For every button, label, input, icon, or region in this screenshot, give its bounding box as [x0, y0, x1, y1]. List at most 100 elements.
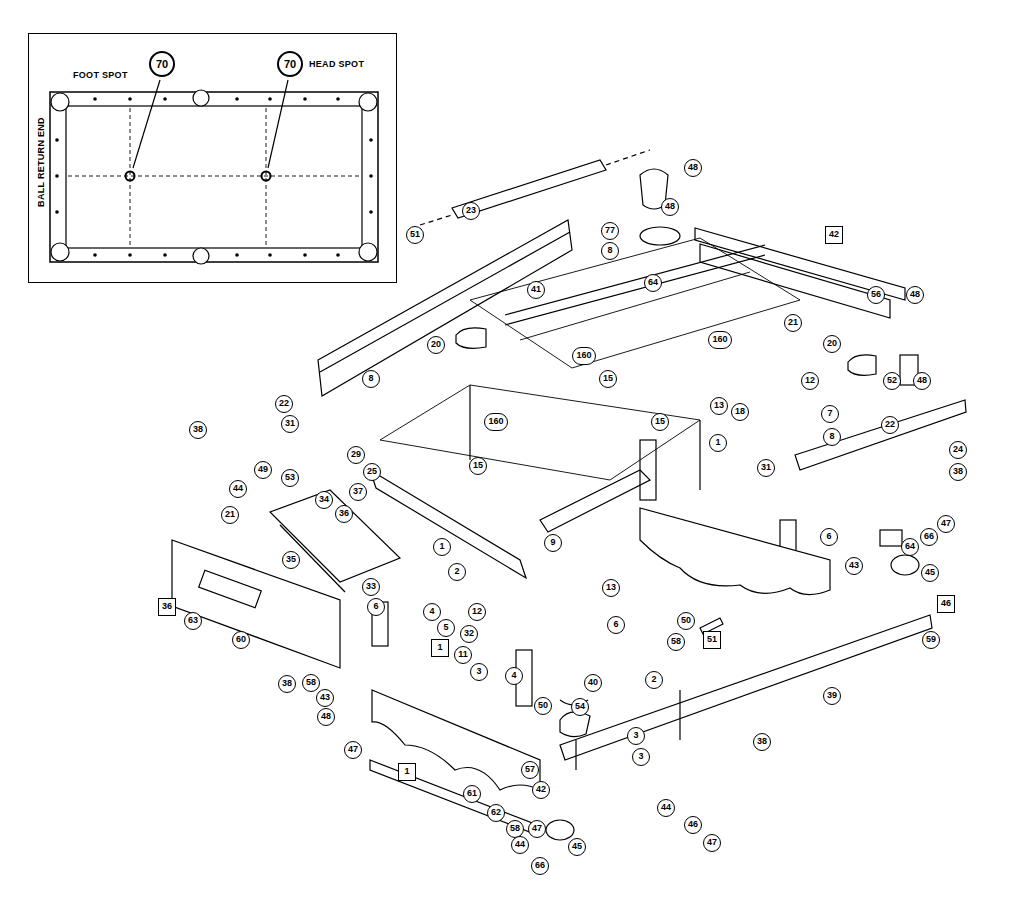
- callout-number: 38: [753, 733, 771, 751]
- callout-number: 12: [801, 372, 819, 390]
- callout-number: 59: [922, 631, 940, 649]
- callout-number: 6: [367, 598, 385, 616]
- callout-number: 47: [528, 820, 546, 838]
- callout-number: 29: [347, 446, 365, 464]
- callout-number: 18: [731, 403, 749, 421]
- callout-number: 35: [282, 551, 300, 569]
- callout-number: 48: [913, 372, 931, 390]
- callout-number: 15: [469, 457, 487, 475]
- callout-number: 2: [448, 563, 466, 581]
- callout-number: 8: [601, 242, 619, 260]
- callout-number: 1: [433, 538, 451, 556]
- callout-number: 21: [784, 314, 802, 332]
- callout-number: 34: [315, 491, 333, 509]
- callout-number: 24: [949, 441, 967, 459]
- callout-number: 33: [362, 578, 380, 596]
- callout-number: 3: [470, 663, 488, 681]
- callout-number: 3: [632, 748, 650, 766]
- callout-number: 57: [521, 761, 539, 779]
- callout-number: 4: [505, 667, 523, 685]
- boxed-callout: 46: [937, 595, 955, 613]
- callout-number: 70: [149, 51, 175, 77]
- callout-number: 48: [661, 198, 679, 216]
- callout-number: 41: [527, 281, 545, 299]
- callout-number: 31: [757, 459, 775, 477]
- callout-number: 42: [532, 781, 550, 799]
- callout-number: 47: [703, 834, 721, 852]
- callout-number: 66: [920, 528, 938, 546]
- callout-number: 62: [487, 804, 505, 822]
- callout-number: 20: [823, 335, 841, 353]
- callout-number: 45: [921, 564, 939, 582]
- callout-number: 20: [427, 336, 445, 354]
- callout-number: 1: [709, 434, 727, 452]
- callout-number: 51: [406, 226, 424, 244]
- callout-number: 38: [949, 463, 967, 481]
- callout-number: 36: [335, 505, 353, 523]
- callout-number: 50: [677, 612, 695, 630]
- callout-number: 56: [867, 286, 885, 304]
- callout-number: 48: [906, 286, 924, 304]
- callout-number: 13: [710, 397, 728, 415]
- callout-number: 6: [607, 616, 625, 634]
- boxed-callout: 51: [703, 631, 721, 649]
- callout-number: 47: [937, 515, 955, 533]
- callout-number: 58: [302, 674, 320, 692]
- callout-number: 8: [362, 370, 380, 388]
- callout-number: 12: [468, 603, 486, 621]
- spot-label: HEAD SPOT: [309, 59, 364, 69]
- callout-number: 11: [454, 646, 472, 664]
- callout-number: 47: [344, 741, 362, 759]
- callout-number: 63: [184, 612, 202, 630]
- callout-number: 77: [601, 222, 619, 240]
- callout-number: 3: [627, 727, 645, 745]
- callout-number: 43: [316, 689, 334, 707]
- callout-number: 31: [281, 415, 299, 433]
- callout-number: 37: [349, 483, 367, 501]
- callout-number: 32: [460, 625, 478, 643]
- callout-number: 22: [275, 395, 293, 413]
- callout-number: 44: [229, 480, 247, 498]
- callout-number: 44: [511, 836, 529, 854]
- spot-label: FOOT SPOT: [73, 70, 128, 80]
- callout-number: 43: [845, 557, 863, 575]
- callout-number: 46: [684, 816, 702, 834]
- callout-number: 53: [281, 469, 299, 487]
- callout-number: 15: [599, 370, 617, 388]
- callout-number: 70: [277, 51, 303, 77]
- callout-number: 66: [531, 857, 549, 875]
- callout-number: 9: [544, 534, 562, 552]
- spot-label: BALL RETURN END: [36, 117, 46, 207]
- callout-number: 160: [484, 413, 507, 431]
- callout-number: 38: [189, 421, 207, 439]
- callout-number: 38: [278, 675, 296, 693]
- callout-number: 8: [823, 428, 841, 446]
- callout-number: 48: [317, 708, 335, 726]
- callout-number: 45: [568, 838, 586, 856]
- callout-number: 160: [708, 331, 731, 349]
- callout-number: 5: [437, 619, 455, 637]
- callout-number: 2: [645, 671, 663, 689]
- callout-number: 48: [684, 159, 702, 177]
- boxed-callout: 1: [398, 763, 416, 781]
- boxed-callout: 36: [158, 598, 176, 616]
- callout-number: 160: [572, 347, 595, 365]
- callout-number: 22: [881, 416, 899, 434]
- callout-number: 7: [821, 405, 839, 423]
- callout-number: 4: [423, 603, 441, 621]
- callout-number: 52: [883, 372, 901, 390]
- callout-number: 49: [254, 461, 272, 479]
- callout-number: 44: [657, 799, 675, 817]
- callout-number: 64: [644, 274, 662, 292]
- callout-number: 40: [584, 674, 602, 692]
- callout-number: 60: [232, 631, 250, 649]
- callout-number: 15: [651, 413, 669, 431]
- callout-number: 61: [463, 785, 481, 803]
- callout-number: 21: [221, 506, 239, 524]
- callout-number: 50: [534, 697, 552, 715]
- callout-number: 64: [901, 538, 919, 556]
- callout-number: 54: [571, 698, 589, 716]
- callout-number: 39: [823, 687, 841, 705]
